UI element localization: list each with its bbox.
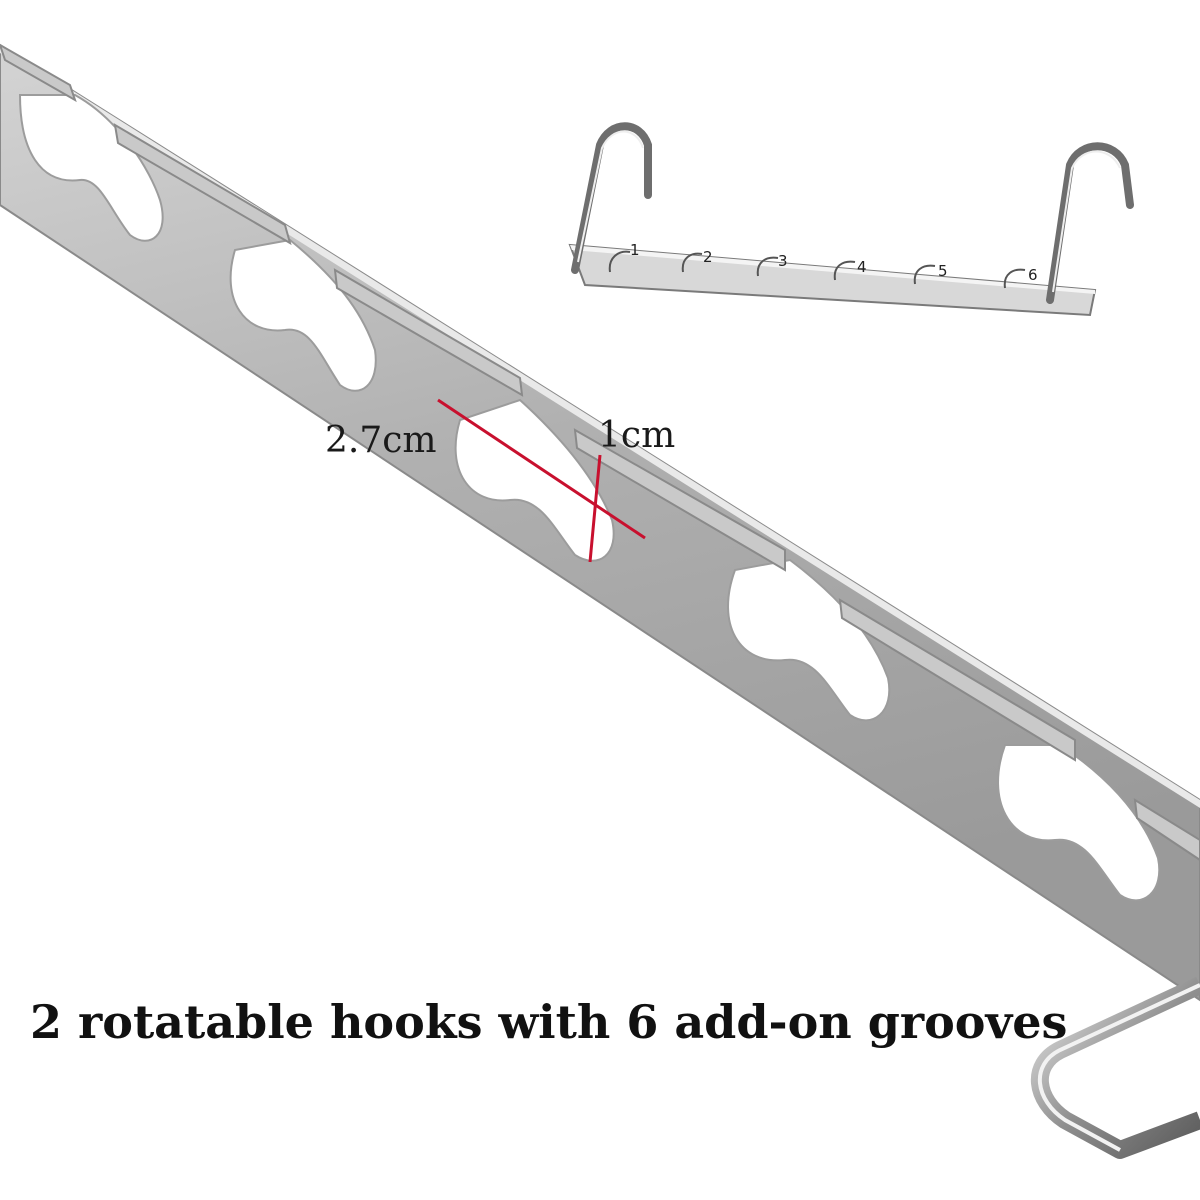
inset-groove-5 bbox=[913, 264, 936, 285]
groove-number: 6 bbox=[1028, 266, 1038, 284]
caption: 2 rotatable hooks with 6 add-on grooves bbox=[30, 995, 1067, 1049]
bottom-hook bbox=[1030, 976, 1200, 1159]
bar-top-edge bbox=[0, 45, 1200, 808]
groove-number: 1 bbox=[630, 241, 640, 259]
groove-2 bbox=[229, 238, 377, 392]
inset-groove-3 bbox=[756, 256, 779, 277]
groove-number: 3 bbox=[778, 252, 788, 270]
inset-grooves bbox=[608, 250, 1026, 289]
bar-tabs bbox=[0, 43, 1200, 862]
tab-3 bbox=[333, 268, 524, 397]
grooves bbox=[18, 94, 1161, 902]
left-hook-highlight bbox=[577, 130, 644, 263]
hook-wire-highlight bbox=[1037, 983, 1200, 1152]
tab-2 bbox=[113, 123, 292, 246]
tab-4 bbox=[573, 428, 786, 572]
right-hook-highlight bbox=[1052, 150, 1121, 293]
gap-line bbox=[588, 454, 602, 563]
diameter-label: 2.7cm bbox=[325, 420, 437, 461]
tab-6 bbox=[1133, 798, 1200, 862]
groove-5 bbox=[997, 744, 1161, 902]
tab-5 bbox=[838, 598, 1076, 762]
inset-bar-top bbox=[570, 245, 1095, 294]
left-hook-icon bbox=[571, 122, 652, 274]
gap-label: 1cm bbox=[598, 415, 675, 456]
groove-3 bbox=[454, 398, 615, 562]
groove-number: 2 bbox=[703, 248, 713, 266]
measurement-lines bbox=[437, 398, 646, 563]
tab-1 bbox=[0, 43, 77, 103]
groove-number: 5 bbox=[938, 262, 948, 280]
inset-groove-2 bbox=[681, 252, 703, 273]
groove-number: 4 bbox=[857, 258, 867, 276]
inset-groove-4 bbox=[833, 260, 856, 281]
right-hook-icon bbox=[1046, 142, 1134, 304]
diameter-line bbox=[437, 398, 646, 540]
inset-groove-1 bbox=[608, 250, 631, 273]
inset-groove-6 bbox=[1003, 268, 1026, 289]
inset-hanger: 1 2 3 4 5 6 bbox=[568, 122, 1134, 317]
